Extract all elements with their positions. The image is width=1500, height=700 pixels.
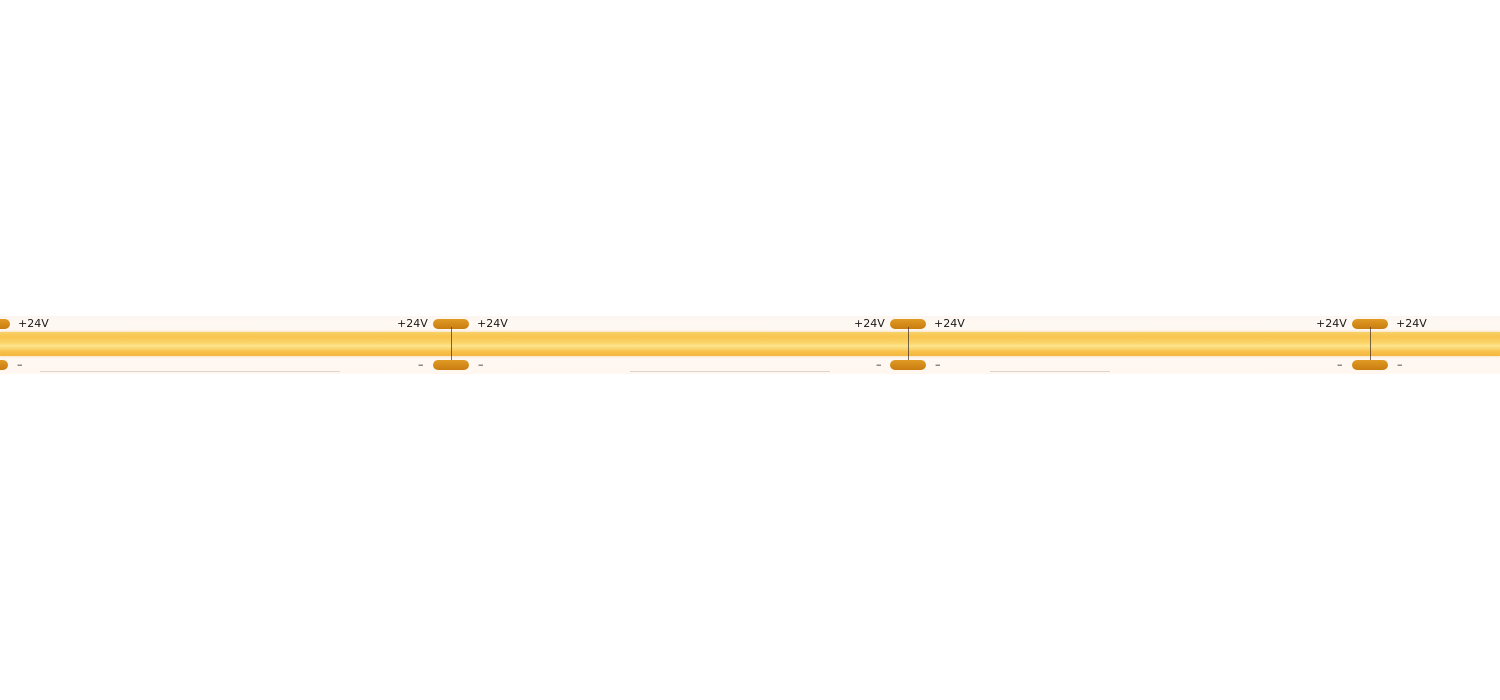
cut-line (451, 327, 452, 367)
solder-pad-negative (433, 360, 469, 370)
solder-pad-positive (433, 319, 469, 329)
positive-label: +24V (477, 317, 508, 330)
solder-pad-negative (1352, 360, 1388, 370)
positive-label: +24V (934, 317, 965, 330)
pcb-trace (40, 371, 340, 372)
positive-label: +24V (854, 317, 885, 330)
pcb-trace (630, 371, 830, 372)
negative-label: – (876, 358, 882, 371)
solder-pad-negative (890, 360, 926, 370)
positive-label: +24V (397, 317, 428, 330)
negative-label: – (1337, 358, 1343, 371)
solder-pad-positive (890, 319, 926, 329)
cut-line (908, 327, 909, 367)
negative-label: – (17, 358, 23, 371)
negative-label: – (935, 358, 941, 371)
negative-label: – (418, 358, 424, 371)
pcb-trace (990, 371, 1110, 372)
positive-label: +24V (1316, 317, 1347, 330)
positive-label: +24V (18, 317, 49, 330)
solder-pad-negative (0, 360, 8, 370)
negative-label: – (478, 358, 484, 371)
solder-pad-positive (1352, 319, 1388, 329)
solder-pad-positive (0, 319, 10, 329)
positive-label: +24V (1396, 317, 1427, 330)
negative-label: – (1397, 358, 1403, 371)
cob-led-band (0, 332, 1500, 356)
cut-line (1370, 327, 1371, 367)
